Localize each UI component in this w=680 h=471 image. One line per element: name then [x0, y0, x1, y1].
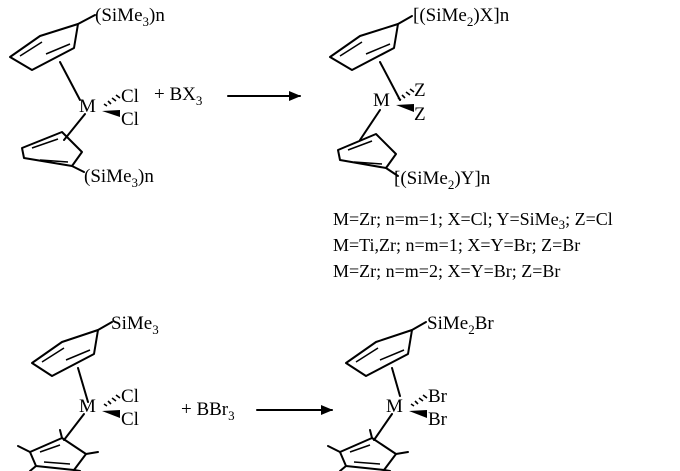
- product-substituent: SiMe2Br: [427, 313, 494, 337]
- wedge-bond: [102, 410, 120, 418]
- cp-star-ring: [17, 429, 99, 471]
- product-1-metallocene: [(SiMe2)X]n M Z Z [(SiMe2)Y]n: [329, 5, 510, 192]
- conditions-list: M=Zr; n=m=1; X=Cl; Y=SiMe3; Z=Cl M=Ti,Zr…: [333, 209, 613, 281]
- reactant-2-metallocene: SiMe3 M Cl Cl: [17, 313, 159, 471]
- cp-star-ring: [327, 429, 409, 471]
- substituent-top: SiMe3: [111, 313, 159, 337]
- substituent-bond: [411, 321, 427, 331]
- substituent-bottom: (SiMe3)n: [84, 166, 154, 190]
- ligand-top: Br: [428, 386, 448, 407]
- ring-metal-bond-top: [391, 367, 401, 397]
- ring-metal-bond-bottom: [373, 413, 393, 441]
- condition-line: M=Zr; n=m=2; X=Y=Br; Z=Br: [333, 261, 560, 281]
- metal-label: M: [386, 396, 403, 417]
- ligand-top: Z: [414, 80, 426, 101]
- wedge-bond: [102, 110, 120, 117]
- substituent-bond: [97, 321, 113, 331]
- substituent-top: (SiMe3)n: [95, 5, 165, 29]
- substituent-bond: [77, 14, 96, 25]
- ligand-bottom: Cl: [121, 109, 139, 130]
- condition-line: M=Ti,Zr; n=m=1; X=Y=Br; Z=Br: [333, 235, 580, 255]
- product-substituent-top: [(SiMe2)X]n: [413, 5, 510, 29]
- ring-metal-bond-top: [379, 61, 401, 101]
- reactant-1-metallocene: (SiMe3)n M Cl Cl (SiMe3)n: [9, 5, 165, 190]
- wedge-bond: [396, 104, 414, 112]
- ligand-bottom: Cl: [121, 409, 139, 430]
- cp-ring-top: [329, 23, 399, 71]
- hashed-bond: [397, 88, 415, 101]
- reaction-1: (SiMe3)n M Cl Cl (SiMe3)n + BX3: [9, 5, 613, 281]
- ligand-bottom: Br: [428, 409, 448, 430]
- condition-line: M=Zr; n=m=1; X=Cl; Y=SiMe3; Z=Cl: [333, 209, 613, 232]
- cp-ring-top: [345, 329, 413, 377]
- reagent-1: + BX3: [154, 84, 202, 108]
- reaction-2: SiMe3 M Cl Cl: [17, 313, 494, 471]
- ring-metal-bond-bottom: [359, 109, 381, 141]
- substituent-bond: [397, 15, 413, 25]
- ring-metal-bond-top: [59, 61, 81, 101]
- ligand-bottom: Z: [414, 104, 426, 125]
- cp-ring-bottom: [337, 133, 397, 169]
- ring-metal-bond-bottom: [63, 413, 85, 441]
- cp-ring-bottom: [21, 131, 83, 167]
- ring-metal-bond-top: [77, 367, 89, 403]
- ligand-top: Cl: [121, 86, 139, 107]
- metal-label: M: [373, 90, 390, 111]
- metal-label: M: [79, 396, 96, 417]
- product-2-metallocene: SiMe2Br M Br Br: [327, 313, 494, 471]
- hashed-bond: [103, 394, 121, 407]
- hashed-bond: [103, 94, 121, 107]
- ligand-top: Cl: [121, 386, 139, 407]
- substituent-bond: [385, 167, 399, 177]
- reagent-2: + BBr3: [181, 399, 235, 423]
- ring-metal-bond-bottom: [63, 113, 86, 141]
- wedge-bond: [409, 410, 427, 418]
- substituent-bond: [71, 165, 85, 173]
- cp-ring-top: [9, 23, 79, 71]
- product-substituent-bottom: [(SiMe2)Y]n: [394, 168, 491, 192]
- metal-label: M: [79, 96, 96, 117]
- hashed-bond: [410, 394, 428, 407]
- cp-ring-top: [31, 329, 99, 377]
